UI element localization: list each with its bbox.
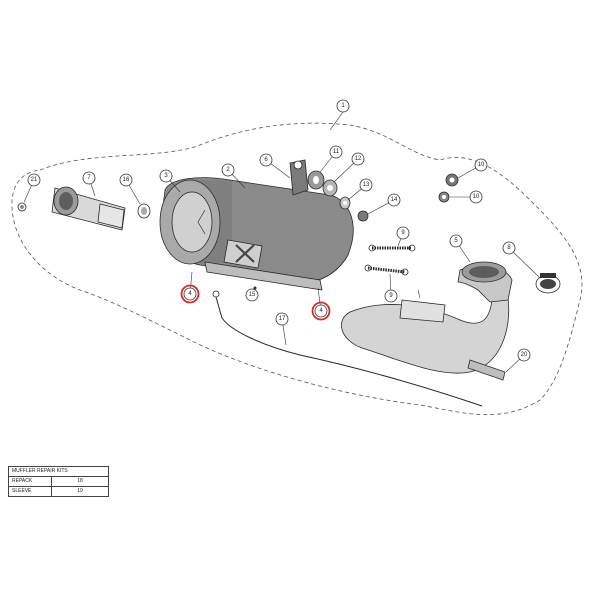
repair-kits-title: MUFFLER REPAIR KITS [8,466,109,477]
callout-17-label: 17 [279,316,286,322]
repair-kits-row-repack: REPACK 18 [8,476,109,487]
callout-9-upper: 9 [396,226,410,240]
callout-16: 16 [119,173,133,187]
callout-4-right: 4 [311,301,331,321]
callout-6-label: 6 [264,157,268,163]
callout-5-label: 5 [454,238,458,244]
callout-14: 14 [387,193,401,207]
callout-14-label: 14 [391,197,398,203]
callout-20: 20 [517,348,531,362]
spring-lower-part [364,264,409,276]
callout-10-lower: 10 [469,190,483,204]
header-pipe-part [341,261,513,381]
callout-21-label: 21 [31,177,38,183]
callout-15: 15 [245,288,259,302]
callout-10-lower-label: 10 [473,194,480,200]
callout-4-right-label: 4 [319,308,323,314]
callout-8: 8 [502,241,516,255]
callout-2-label: 2 [226,167,230,173]
link-pipe-part [51,186,126,231]
end-cap-part [17,202,27,212]
callout-20-label: 20 [521,352,528,358]
repair-kit-part-number-sleeve: 19 [51,486,109,497]
callout-7-label: 7 [87,175,91,181]
callout-17: 17 [275,312,289,326]
callout-10-upper-label: 10 [478,162,485,168]
callout-9-lower: 9 [384,289,398,303]
callout-8-label: 8 [507,245,511,251]
callout-13-label: 13 [363,182,370,188]
ring-gasket-part [137,203,151,219]
callout-15-label: 15 [249,292,256,298]
callout-6: 6 [259,153,273,167]
callout-12: 12 [351,152,365,166]
spring-upper-part [368,244,416,252]
callout-9-lower-label: 9 [389,293,393,299]
callout-3-label: 3 [164,173,168,179]
callout-2: 2 [221,163,235,177]
muffler-body-part [159,177,354,291]
washer-12-part [322,179,338,197]
kit-boundary-outline [11,122,583,416]
muffler-repair-kits-table: MUFFLER REPAIR KITS REPACK 18 SLEEVE 19 [8,466,109,497]
mounting-bracket-part [289,159,309,196]
washer-11-part [307,170,325,190]
rubber-mount-part [438,173,459,203]
callout-4-left: 4 [180,284,200,304]
pipe-clamp-part [535,273,561,294]
callout-21: 21 [27,173,41,187]
repair-kit-label-repack: REPACK [8,476,52,487]
callout-5: 5 [449,234,463,248]
callout-1-label: 1 [341,103,345,109]
nut-part [357,210,369,222]
washer-13-part [339,196,351,210]
repair-kits-row-sleeve: SLEEVE 19 [8,486,109,497]
callout-1: 1 [336,99,350,113]
callout-10-upper: 10 [474,158,488,172]
callout-11: 11 [329,145,343,159]
callout-9-upper-label: 9 [401,230,405,236]
callout-13: 13 [359,178,373,192]
callout-16-label: 16 [123,177,130,183]
callout-4-left-label: 4 [188,291,192,297]
repair-kit-part-number-repack: 18 [51,476,109,487]
callout-3: 3 [159,169,173,183]
repair-kit-label-sleeve: SLEEVE [8,486,52,497]
repair-kits-header-row: MUFFLER REPAIR KITS [8,466,109,477]
sensor-cable-part [212,290,483,407]
callout-12-label: 12 [355,156,362,162]
callout-7: 7 [82,171,96,185]
callout-11-label: 11 [333,149,340,155]
